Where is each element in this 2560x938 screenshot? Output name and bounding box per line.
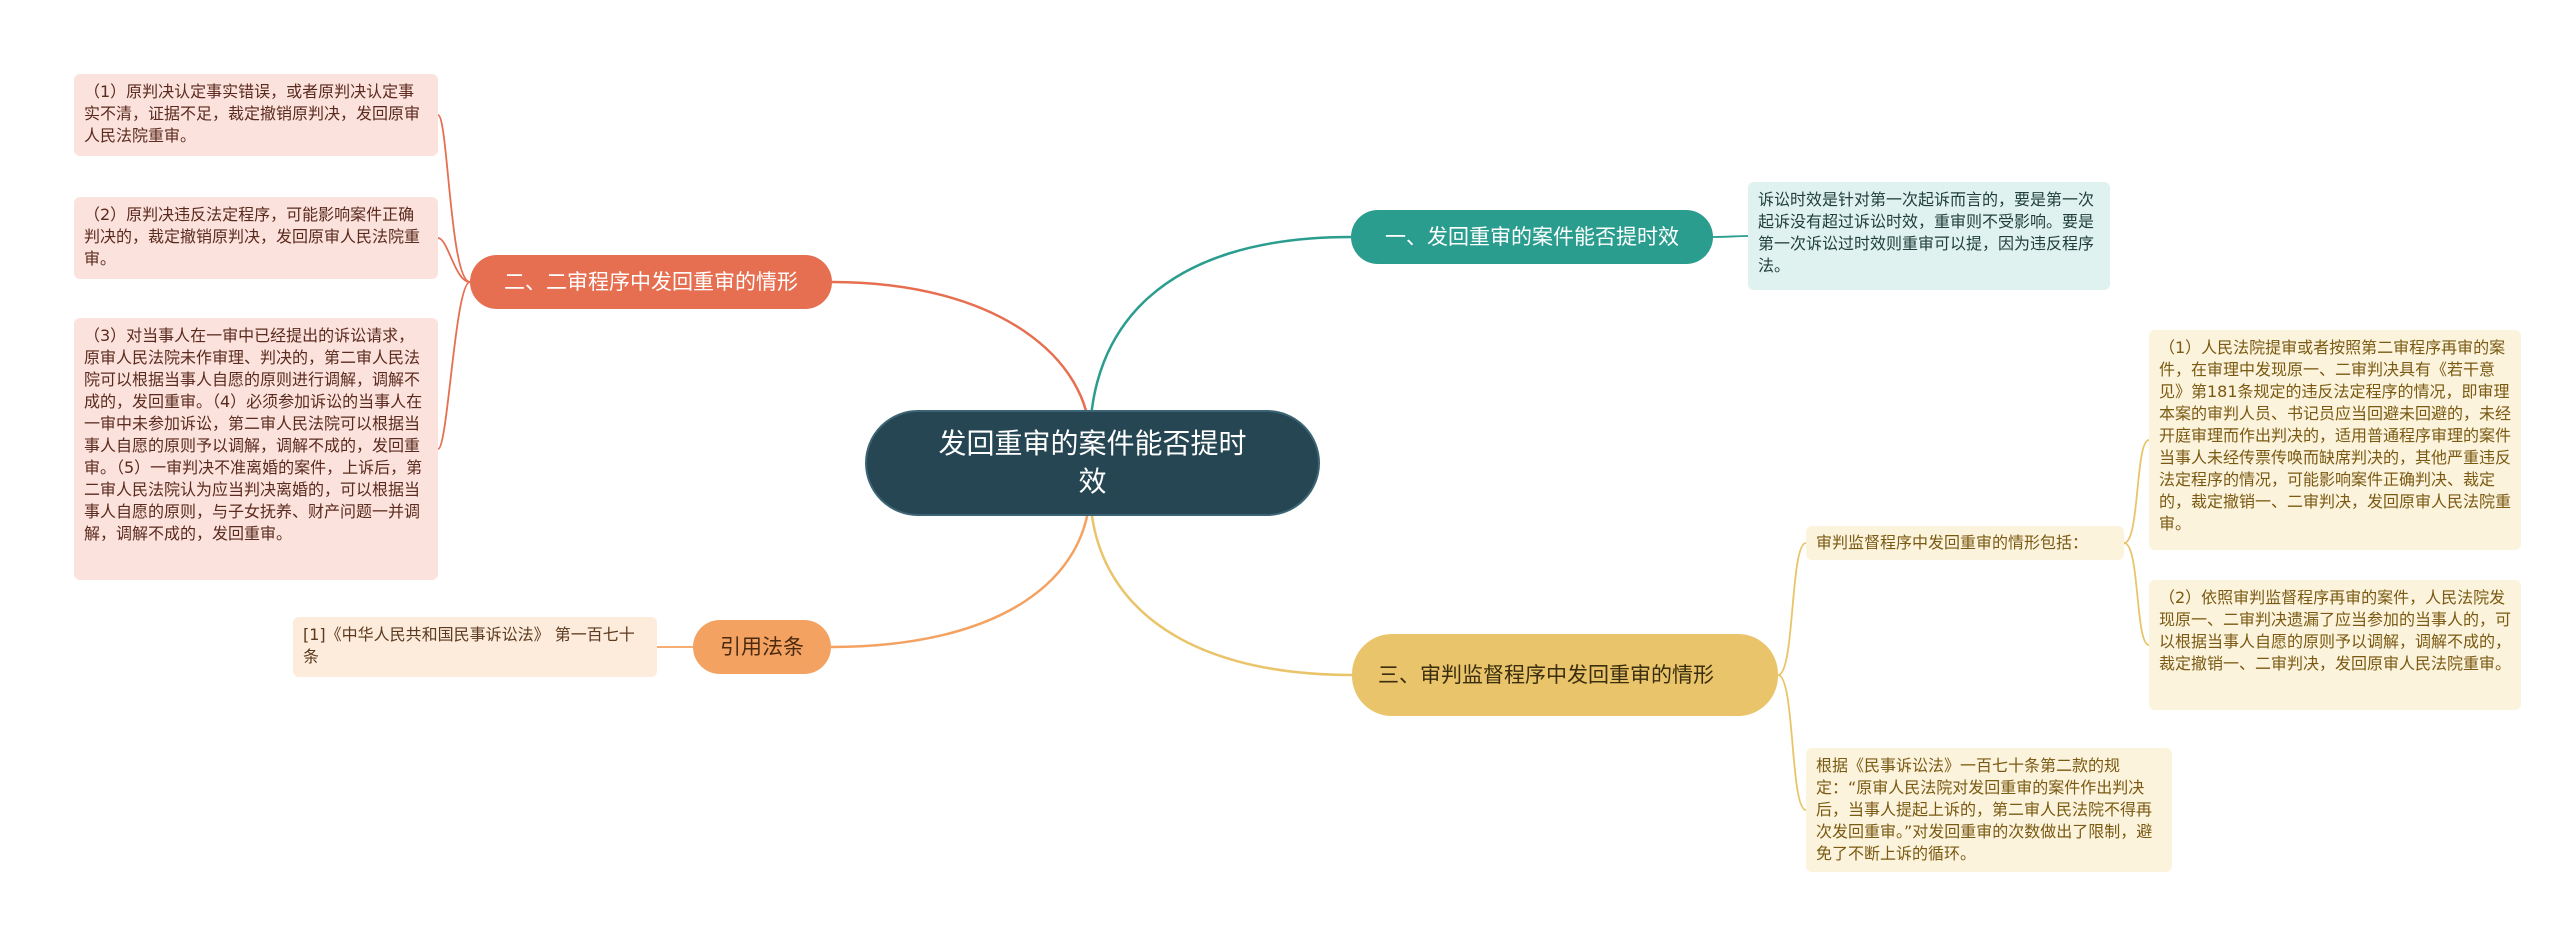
leaf-cited-law-1[interactable]: [1]《中华人民共和国民事诉讼法》 第一百七十条 xyxy=(293,617,657,677)
branch-second-instance[interactable]: 二、二审程序中发回重审的情形 xyxy=(470,255,832,309)
branch-cited-law[interactable]: 引用法条 xyxy=(693,620,831,674)
link-root-supervision xyxy=(1088,487,1353,677)
link-supervision-sub-2 xyxy=(2123,542,2150,646)
link-root-limitation xyxy=(1088,235,1352,441)
link-root-second-instance xyxy=(831,280,1092,441)
leaf-supervision-sub-1[interactable]: （1）人民法院提审或者按照第二审程序再审的案件，在审理中发现原一、二审判决具有《… xyxy=(2149,330,2521,550)
leaf-limitation-1[interactable]: 诉讼时效是针对第一次起诉而言的，要是第一次起诉没有超过诉讼时效，重审则不受影响。… xyxy=(1748,182,2110,290)
leaf-supervision-sub-2[interactable]: （2）依照审判监督程序再审的案件，人民法院发现原一、二审判决遗漏了应当参加的当事… xyxy=(2149,580,2521,710)
branch-limitation[interactable]: 一、发回重审的案件能否提时效 xyxy=(1351,210,1713,264)
link-root-cited-law xyxy=(830,487,1092,649)
leaf-supervision-note[interactable]: 根据《民事诉讼法》一百七十条第二款的规定：“原审人民法院对发回重审的案件作出判决… xyxy=(1806,748,2172,872)
link-second-instance-3 xyxy=(437,281,471,450)
link-second-instance-2 xyxy=(437,237,471,283)
leaf-supervision-heading[interactable]: 审判监督程序中发回重审的情形包括： xyxy=(1806,526,2124,560)
leaf-second-instance-1[interactable]: （1）原判决认定事实错误，或者原判决认定事实不清，证据不足，裁定撤销原判决，发回… xyxy=(74,74,438,156)
link-supervision-note xyxy=(1777,674,1807,811)
link-supervision-heading xyxy=(1777,542,1807,676)
branch-supervision[interactable]: 三、审判监督程序中发回重审的情形 xyxy=(1352,634,1778,716)
leaf-second-instance-2[interactable]: （2）原判决违反法定程序，可能影响案件正确判决的，裁定撤销原判决，发回原审人民法… xyxy=(74,197,438,279)
link-supervision-sub-1 xyxy=(2123,439,2150,544)
link-second-instance-1 xyxy=(437,114,471,283)
leaf-second-instance-3[interactable]: （3）对当事人在一审中已经提出的诉讼请求，原审人民法院未作审理、判决的，第二审人… xyxy=(74,318,438,580)
root-topic[interactable]: 发回重审的案件能否提时效 xyxy=(865,410,1320,516)
link-limitation-1 xyxy=(1712,235,1749,238)
